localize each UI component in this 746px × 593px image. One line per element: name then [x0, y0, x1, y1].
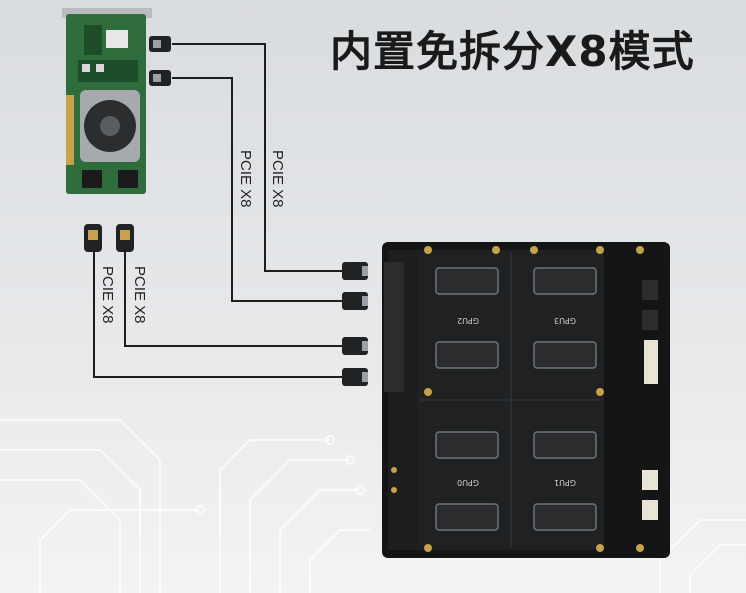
gpu-expansion-board	[382, 242, 670, 558]
card-connectors	[84, 36, 171, 252]
mounting-holes	[424, 246, 644, 552]
power-connectors	[642, 280, 658, 520]
pcie-cables	[93, 43, 345, 378]
gpu-label-0: GPU0	[457, 478, 479, 487]
board-connectors	[342, 262, 368, 386]
gpu-label-3: GPU3	[554, 316, 576, 325]
gpu-slots	[435, 267, 597, 531]
cable-2	[172, 77, 345, 302]
pcie-adapter-card	[62, 8, 152, 194]
cable-4	[93, 252, 345, 378]
page-title: 内置免拆分X8模式	[330, 27, 695, 76]
cable-1	[172, 43, 345, 272]
gpu-label-1: GPU1	[554, 478, 576, 487]
cable-3	[124, 252, 345, 347]
gpu-label-2: GPU2	[457, 316, 479, 325]
background-circuit-traces	[0, 419, 746, 593]
